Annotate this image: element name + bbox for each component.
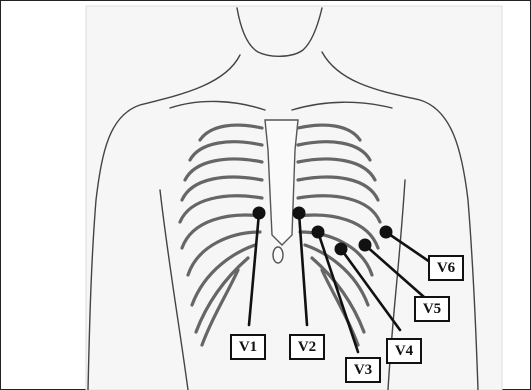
- electrode-v6: [380, 226, 393, 239]
- label-v5: V5: [414, 296, 450, 322]
- label-v4: V4: [386, 338, 422, 364]
- electrode-v1: [253, 207, 266, 220]
- electrode-v5: [359, 239, 372, 252]
- label-v3: V3: [345, 357, 381, 383]
- electrode-v3: [312, 226, 325, 239]
- label-v2: V2: [289, 334, 325, 360]
- label-v1: V1: [230, 334, 266, 360]
- electrode-v4: [335, 243, 348, 256]
- label-v6: V6: [428, 255, 464, 281]
- electrode-v2: [293, 207, 306, 220]
